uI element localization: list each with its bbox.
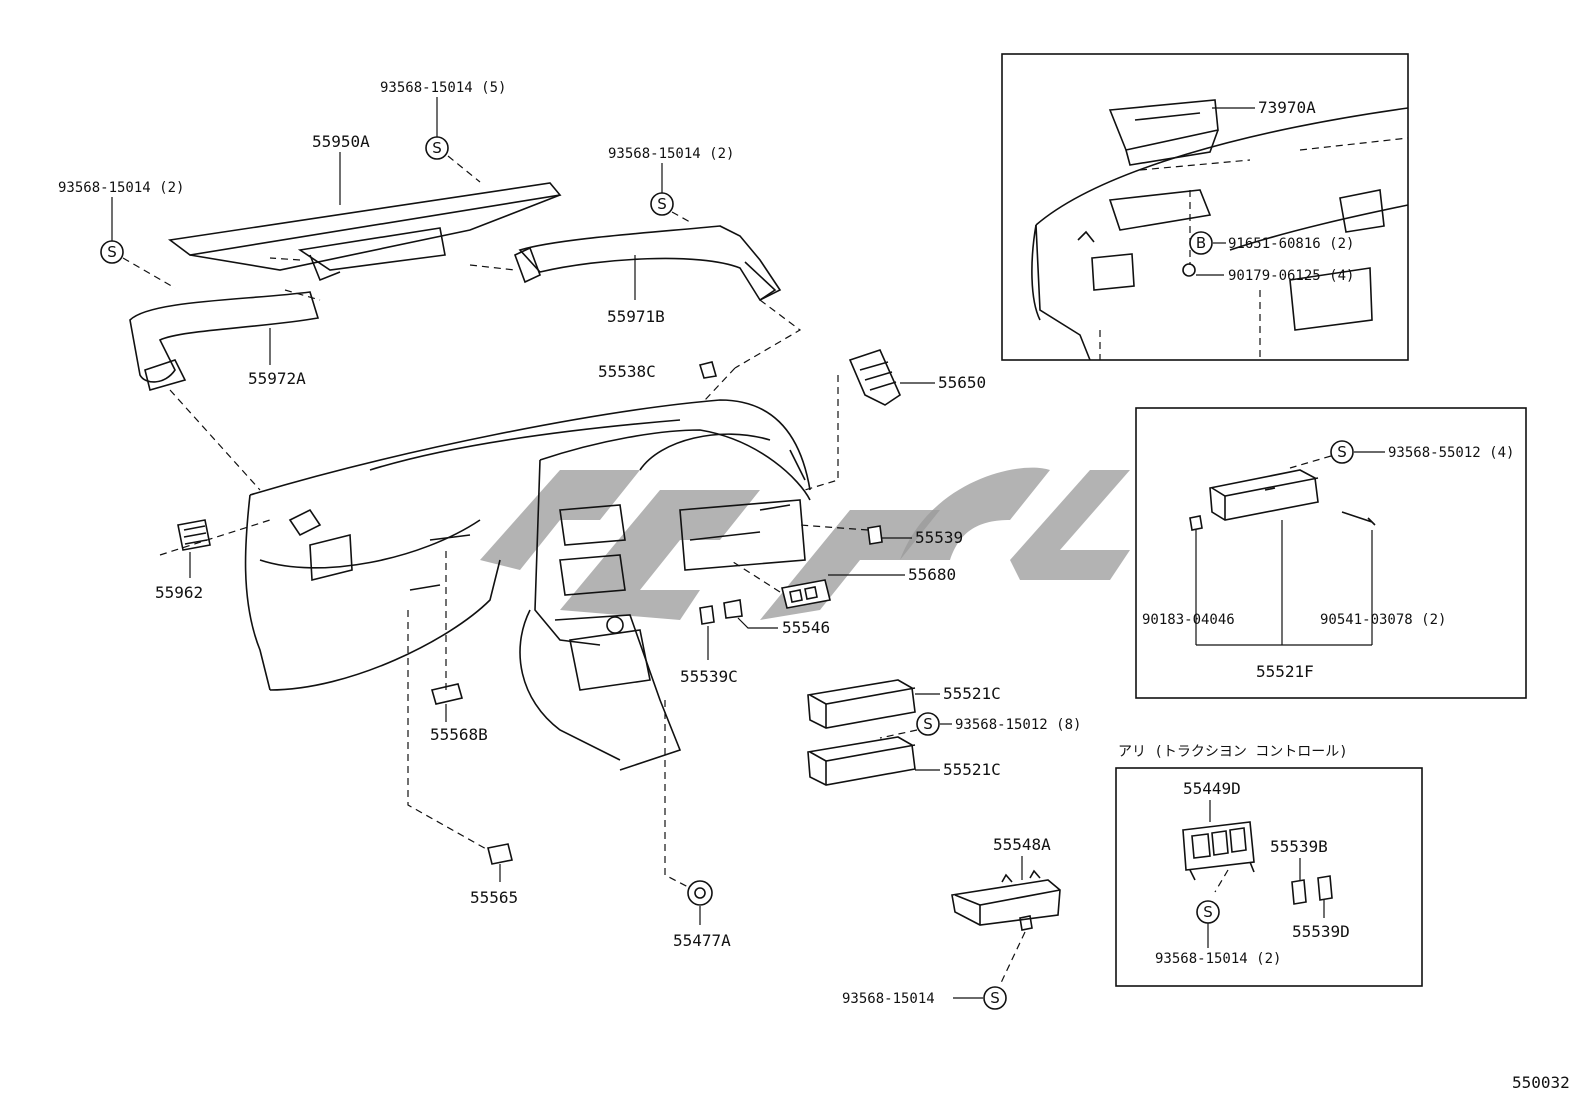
duct-55971B <box>469 225 782 302</box>
duct-55950A <box>167 182 562 282</box>
label-55538C: 55538C <box>598 362 656 381</box>
label-55546: 55546 <box>782 618 830 637</box>
label-93568-15012: 93568-15012 (8) <box>955 717 1081 733</box>
label-55568B: 55568B <box>430 725 488 744</box>
svg-text:S: S <box>657 195 667 213</box>
svg-text:S: S <box>432 139 442 157</box>
vent-55962 <box>177 519 211 551</box>
screw-symbol-15012: S <box>916 712 940 736</box>
label-55565: 55565 <box>470 888 518 907</box>
label-55449D: 55449D <box>1183 779 1241 798</box>
clip-55546 <box>723 599 743 619</box>
svg-text:S: S <box>990 989 1000 1007</box>
inset-box-55521F <box>1135 407 1527 699</box>
knob-55477A <box>687 880 713 906</box>
svg-text:S: S <box>923 715 933 733</box>
clip-55538C <box>698 361 718 379</box>
label-55521C-a: 55521C <box>943 684 1001 703</box>
label-55539B: 55539B <box>1270 837 1328 856</box>
label-91651: 91651-60816 (2) <box>1228 236 1354 252</box>
inset-box-traction <box>1115 767 1423 987</box>
label-93568-2b: 93568-15014 (2) <box>608 146 734 162</box>
label-93568-2c: 93568-15014 (2) <box>1155 951 1281 967</box>
switch-55449D <box>1182 821 1255 881</box>
label-55650: 55650 <box>938 373 986 392</box>
screw-symbol-55012: S <box>1330 440 1354 464</box>
duct-55972A <box>129 289 321 391</box>
traction-title: アリ (トラクシヨン コントロール) <box>1118 744 1348 760</box>
bolt-symbol-91651: B <box>1189 231 1213 255</box>
pocket-55521F <box>1209 469 1319 521</box>
label-93568-2a: 93568-15014 (2) <box>58 180 184 196</box>
label-55521C-b: 55521C <box>943 760 1001 779</box>
label-55521F: 55521F <box>1256 662 1314 681</box>
leader-55546 <box>737 617 778 629</box>
screw-symbol-single: S <box>983 986 1007 1010</box>
svg-text:B: B <box>1196 234 1206 252</box>
label-55539: 55539 <box>915 528 963 547</box>
label-55950A: 55950A <box>312 132 370 151</box>
tray-55548A <box>951 869 1061 931</box>
label-55972A: 55972A <box>248 369 306 388</box>
inset-box-console <box>1001 53 1409 361</box>
label-90179: 90179-06125 (4) <box>1228 268 1354 284</box>
label-90541: 90541-03078 (2) <box>1320 612 1446 628</box>
label-55680: 55680 <box>908 565 956 584</box>
label-55548A: 55548A <box>993 835 1051 854</box>
clip-55539 <box>867 525 883 545</box>
label-73970A: 73970A <box>1258 98 1316 117</box>
svg-text:S: S <box>107 243 117 261</box>
label-55962: 55962 <box>155 583 203 602</box>
dashboard-main <box>244 399 811 771</box>
svg-text:S: S <box>1203 903 1213 921</box>
screw-symbol-right-duct: S <box>650 192 674 216</box>
label-90183: 90183-04046 <box>1142 612 1235 628</box>
pocket-55521C-lower <box>807 736 916 786</box>
clip-55539C <box>699 605 715 625</box>
screw-symbol-left: S <box>100 240 124 264</box>
screw-90541 <box>1341 511 1376 526</box>
label-55971B: 55971B <box>607 307 665 326</box>
screw-symbol-top: S <box>425 136 449 160</box>
clip-55565 <box>487 843 513 865</box>
nut-90183 <box>1189 515 1203 531</box>
vent-55650 <box>848 349 902 406</box>
pocket-55521C-upper <box>807 679 916 729</box>
switch-55680 <box>781 579 831 609</box>
label-55477A: 55477A <box>673 931 731 950</box>
label-93568-single: 93568-15014 <box>842 991 935 1007</box>
clip-55568B <box>430 683 464 705</box>
clip-55539B <box>1291 879 1307 905</box>
inset-console-drawing <box>1031 99 1409 361</box>
drawing-number: 550032 <box>1512 1073 1570 1092</box>
label-93568-55012: 93568-55012 (4) <box>1388 445 1514 461</box>
label-55539D: 55539D <box>1292 922 1350 941</box>
clip-55539D <box>1317 875 1333 901</box>
svg-text:S: S <box>1337 443 1347 461</box>
label-55539C: 55539C <box>680 667 738 686</box>
label-93568-5: 93568-15014 (5) <box>380 80 506 96</box>
screw-symbol-traction: S <box>1196 900 1220 924</box>
